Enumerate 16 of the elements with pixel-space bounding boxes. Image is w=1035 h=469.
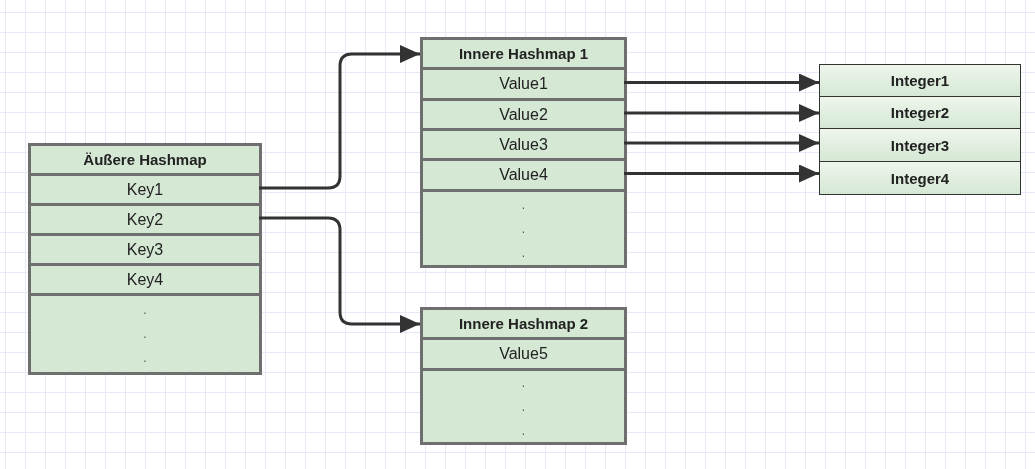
value-box: Integer2 <box>819 96 1021 129</box>
value-box: Integer3 <box>819 128 1021 162</box>
arrow <box>624 164 819 183</box>
arrow <box>259 45 420 190</box>
table-frame <box>420 37 627 268</box>
ellipsis-dots: . . . <box>142 302 148 367</box>
value-box: Integer1 <box>819 64 1021 97</box>
arrow <box>624 134 819 152</box>
arrow <box>624 73 819 92</box>
table-frame <box>420 307 627 445</box>
arrow <box>624 104 819 122</box>
table-frame <box>28 143 262 375</box>
ellipsis-dots: . . . <box>521 196 526 262</box>
ellipsis-dots: . . . <box>521 374 526 440</box>
value-box: Integer4 <box>819 161 1021 195</box>
arrow <box>259 216 420 333</box>
